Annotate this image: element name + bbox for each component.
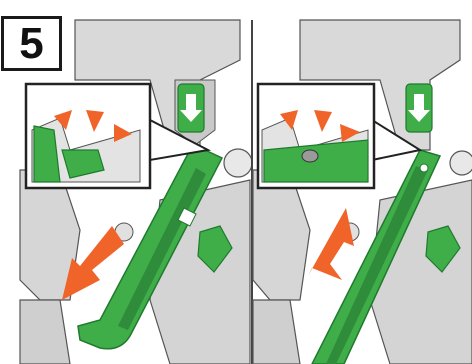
left-panel — [20, 20, 252, 364]
step-number-badge: 5 — [1, 16, 62, 71]
right-panel — [253, 20, 472, 364]
